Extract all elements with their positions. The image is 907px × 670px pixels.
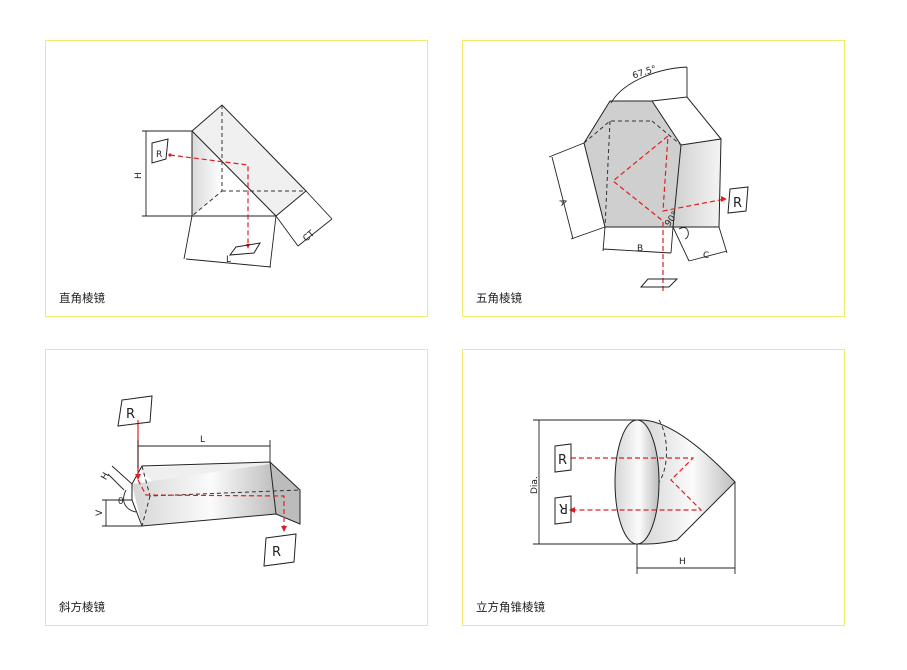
light-ray [169, 154, 249, 246]
label-h: H [100, 471, 112, 482]
prism-edges [640, 419, 736, 545]
object-mark-box [117, 395, 153, 427]
object-mark-box [151, 138, 169, 164]
rhomboid-prism-diagram: R R L H V θ [95, 395, 301, 567]
dimension-h [142, 130, 192, 217]
prism-end-face [270, 462, 300, 524]
dimension-angle [610, 66, 688, 104]
label-v: V [95, 509, 105, 516]
dimension-theta [123, 489, 137, 513]
object-mark: R [156, 150, 162, 160]
label-h: H [134, 172, 144, 179]
dimension-h [636, 482, 736, 574]
label-h: H [679, 557, 686, 567]
light-ray [571, 457, 703, 511]
prism-hidden-edges [583, 120, 682, 228]
image-mark-box [727, 186, 749, 214]
label-l: L [200, 435, 205, 445]
ray-arrowhead-in [135, 474, 141, 480]
ray-arrowhead [721, 196, 727, 202]
corner-cube-prism-panel: R R Dia. H 立方角锥棱镜 [462, 349, 845, 626]
prism-hidden-edge [658, 419, 667, 483]
mark-box-bottom [554, 495, 572, 525]
dimension-ct [275, 190, 333, 247]
label-angle: 67.5° [631, 64, 657, 81]
prism-front-face [615, 420, 659, 544]
image-mark: R [272, 545, 281, 560]
label-a: A [557, 198, 569, 208]
ray-arrowhead-out [281, 526, 287, 532]
penta-prism-panel: R 67.5° A B C 90° 五角棱镜 [462, 40, 845, 317]
prism-hidden-edges [191, 105, 306, 217]
caption: 五角棱镜 [476, 291, 522, 305]
caption: 斜方棱镜 [59, 600, 105, 614]
prism-side-face [673, 139, 721, 227]
right-angle-prism-diagram: R H L CT [134, 104, 333, 268]
right-angle-prism-panel: R H L CT 直角棱镜 [45, 40, 428, 317]
dimension-dia [533, 419, 641, 545]
label-dia: Dia. [530, 476, 540, 494]
mark-box-top [554, 443, 572, 473]
dimension-b [602, 226, 674, 254]
mark-top: R [558, 453, 567, 468]
ray-arrowhead [569, 507, 575, 513]
label-c: C [703, 251, 709, 261]
dimension-c [672, 226, 728, 262]
prism-cone-body [641, 420, 735, 544]
image-mark-box [228, 242, 261, 256]
ray-origin [168, 153, 172, 157]
label-l: L [226, 255, 231, 265]
prism-edges [131, 461, 301, 527]
caption: 直角棱镜 [59, 291, 105, 305]
label-b: B [637, 244, 643, 254]
object-mark-box [639, 278, 679, 288]
corner-cube-prism-diagram: R R Dia. H [530, 419, 736, 574]
dimension-l [137, 440, 271, 468]
light-ray [612, 134, 726, 291]
dimension-h [107, 465, 133, 491]
prism-front-face [584, 101, 681, 227]
object-mark: R [126, 407, 135, 422]
image-mark-box [263, 533, 297, 567]
rhomboid-prism-panel: R R L H V θ 斜方棱镜 [45, 349, 428, 626]
prism-edges [191, 104, 307, 217]
dimension-right-angle [678, 227, 689, 240]
light-ray [137, 479, 285, 528]
prism-hypotenuse-face [192, 105, 306, 216]
prism-hidden-edges [141, 465, 301, 527]
penta-prism-diagram: R 67.5° A B C 90° [548, 64, 749, 291]
image-mark: R [733, 196, 742, 211]
dimension-a [548, 142, 606, 240]
mark-bottom: R [559, 500, 568, 515]
dimension-v [102, 499, 142, 527]
dimension-l [183, 215, 277, 268]
caption: 立方角锥棱镜 [476, 600, 545, 614]
label-theta: θ [118, 497, 124, 507]
